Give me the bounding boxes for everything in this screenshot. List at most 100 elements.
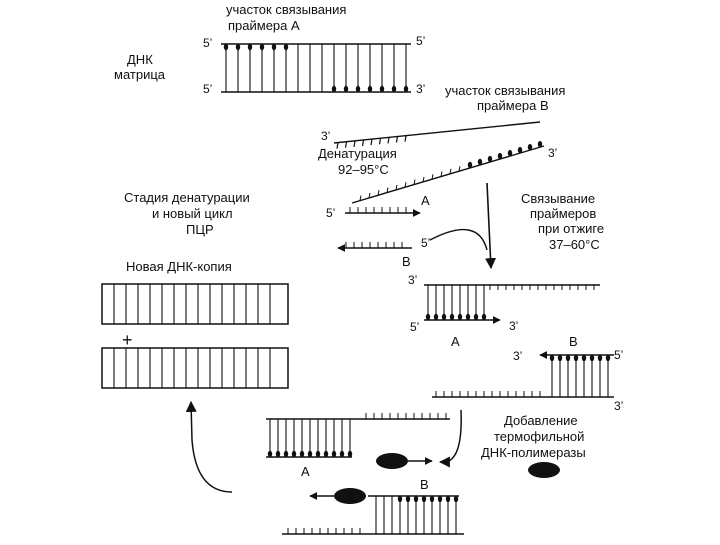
extension-b-primer-mark	[445, 495, 451, 503]
primer-b-site-label: участок связывания праймера В	[445, 83, 565, 113]
annealed-a-primer-mark	[465, 313, 471, 321]
new-copy-1	[101, 283, 289, 325]
arrow-denature-to-anneal	[485, 182, 497, 270]
denatured-lower-tick	[359, 195, 362, 201]
extension-a-primer-mark	[275, 450, 281, 458]
new-dna-copy-label: Новая ДНК-копия	[126, 259, 232, 274]
primer-b-site-mark	[331, 85, 337, 93]
dna-template-label-line2: матрица	[114, 67, 166, 82]
primer-a-site-mark	[235, 43, 241, 51]
primer-b-5prime: 5’	[421, 236, 430, 250]
extension-b-primer-mark	[421, 495, 427, 503]
annealed-a-5prime-bottom: 5’	[410, 320, 419, 334]
primer-a-label-denatured: А	[421, 193, 430, 208]
denatured-strand-3prime-left: 3’	[321, 129, 330, 143]
denatured-lower-tick	[413, 179, 416, 185]
polymerase-a	[376, 453, 408, 469]
annealing-label-line4: 37–60°С	[549, 237, 600, 252]
annealed-a-primer-mark	[481, 313, 487, 321]
primer-b-label-denatured: В	[402, 254, 411, 269]
primer-b-site-mark-denatured	[527, 143, 533, 151]
primer-b-site-mark-denatured	[467, 161, 473, 169]
denatured-upper-tick	[344, 141, 348, 148]
primer-b-site-mark-denatured	[497, 152, 503, 160]
primer-a-5prime: 5’	[326, 206, 335, 220]
primer-a-site-label: участок связывания праймера А	[226, 2, 346, 33]
annealed-a-primer-mark	[433, 313, 439, 321]
primer-a-site-label-line2: праймера А	[228, 18, 300, 33]
denatured-lower-tick	[440, 171, 443, 177]
denatured-lower-tick	[404, 182, 407, 188]
denatured-lower-tick	[395, 184, 398, 191]
extension-a-primer-mark	[347, 450, 353, 458]
denatured-upper-tick	[378, 138, 382, 145]
template-top-5prime-right: 5’	[416, 34, 425, 48]
annealed-b-primer-mark	[605, 354, 611, 362]
annealing-label: Связывание праймеров при отжиге 37–60°С	[521, 191, 604, 252]
primer-b-site-mark	[379, 85, 385, 93]
polymerase-b	[334, 488, 366, 504]
denatured-upper-tick	[395, 136, 399, 143]
annealed-a-primer-mark	[473, 313, 479, 321]
new-cycle-label-line2: и новый цикл	[152, 206, 233, 221]
primer-b-label-annealed: В	[569, 334, 578, 349]
primer-a-site-mark	[271, 43, 277, 51]
annealed-a-primer-mark	[449, 313, 455, 321]
primer-a-label-extension: А	[301, 464, 310, 479]
extension-b-primer-mark	[453, 495, 459, 503]
primer-b-site-mark	[343, 85, 349, 93]
dna-strands	[101, 43, 614, 535]
annealed-b-3prime-left: 3’	[513, 349, 522, 363]
primer-b-label-extension: В	[420, 477, 429, 492]
extension-a-primer-mark	[291, 450, 297, 458]
polymerase-label-line3: ДНК-полимеразы	[481, 445, 586, 460]
extension-b-primer-mark	[397, 495, 403, 503]
template-top-5prime-left: 5’	[203, 36, 212, 50]
denatured-lower-tick	[449, 168, 452, 175]
annealed-a-primer-mark	[441, 313, 447, 321]
denatured-upper-tick	[336, 142, 339, 149]
denatured-upper-tick	[404, 135, 407, 142]
primer-a-site-label-line1: участок связывания	[226, 2, 346, 17]
extension-a-primer-mark	[331, 450, 337, 458]
extension-a-primer-mark	[299, 450, 305, 458]
free-polymerase	[528, 462, 560, 478]
extension-b-primer-mark	[437, 495, 443, 503]
primer-b-site-mark	[403, 85, 409, 93]
extension-a-primer-mark	[323, 450, 329, 458]
annealed-a-primer-mark	[425, 313, 431, 321]
annealed-b-primer-mark	[581, 354, 587, 362]
annealing-label-line1: Связывание	[521, 191, 595, 206]
annealed-b-primer-mark	[549, 354, 555, 362]
denatured-lower-tick	[368, 192, 371, 199]
arrow-to-new-cycle	[185, 400, 233, 493]
dna-template-label: ДНК матрица	[114, 52, 166, 82]
denaturation-label: Денатурация 92–95°С	[318, 146, 397, 177]
denatured-lower-tick	[431, 174, 434, 180]
primer-b-site-mark	[367, 85, 373, 93]
extension-b-primer-mark	[413, 495, 419, 503]
annealed-b-primer-mark	[597, 354, 603, 362]
primer-b-site-mark-denatured	[537, 140, 543, 148]
polymerase-label: Добавление термофильной ДНК-полимеразы	[481, 413, 586, 460]
denatured-upper-tick	[361, 139, 365, 147]
extension-b-primer-mark	[405, 495, 411, 503]
annealed-a-3prime-right: 3’	[509, 319, 518, 333]
denatured-upper-tick	[370, 139, 373, 146]
denatured-strand-3prime-right: 3’	[548, 146, 557, 160]
annealed-a-3prime-top: 3’	[408, 273, 417, 287]
primer-a-label-annealed: А	[451, 334, 460, 349]
primer-b-site-label-line1: участок связывания	[445, 83, 565, 98]
template-bottom-5prime: 5’	[203, 82, 212, 96]
primer-a-site-mark	[283, 43, 289, 51]
extension-b-primer-mark	[429, 495, 435, 503]
denatured-upper-tick	[353, 140, 356, 147]
arrow-to-extension	[438, 409, 462, 468]
denatured-lower-tick	[386, 187, 389, 193]
plus-sign: +	[122, 330, 133, 350]
denatured-lower-tick	[458, 166, 461, 172]
extension-a-primer-mark	[307, 450, 313, 458]
annealing-label-line3: при отжиге	[538, 221, 604, 236]
